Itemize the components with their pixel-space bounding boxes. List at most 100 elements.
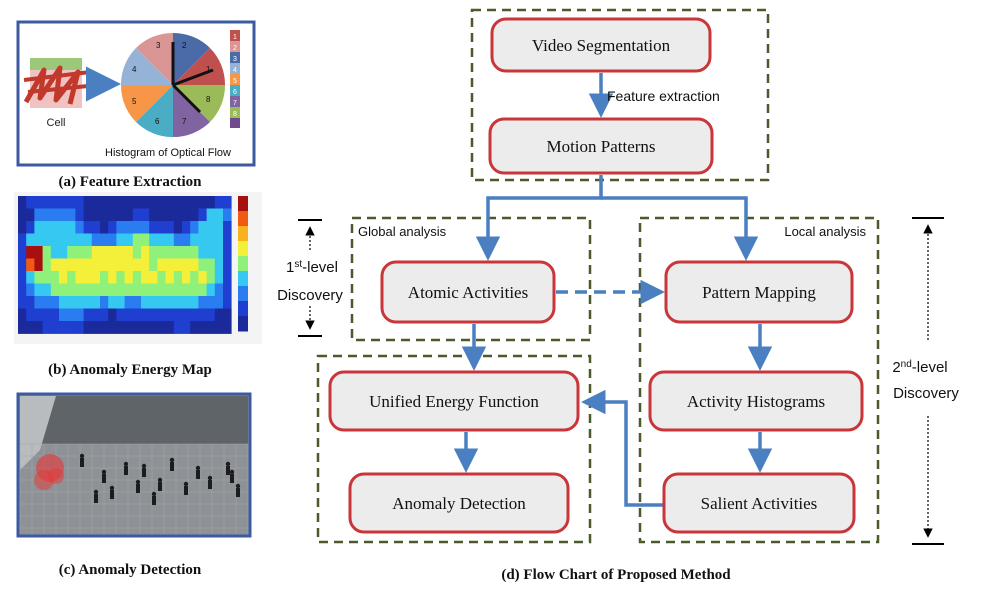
heatmap-cell (132, 283, 142, 297)
heatmap-cell (100, 283, 109, 297)
heatmap-cell (75, 283, 84, 297)
discovery1-rest: -level (302, 259, 338, 276)
heatmap-cell (141, 196, 150, 209)
node-atomic-activities-label: Atomic Activities (408, 283, 528, 302)
discovery2-line1: 2nd-level (892, 359, 947, 377)
legend-number: 6 (233, 89, 237, 96)
heatmap-cell (108, 283, 117, 297)
node-pattern-mapping: Pattern Mapping (664, 260, 854, 324)
heatmap-cell (18, 233, 27, 247)
panel-c (16, 392, 252, 538)
heatmap-cell (141, 321, 150, 334)
heatmap-cell (100, 258, 109, 272)
heatmap-cell (91, 271, 101, 284)
heatmap-cell (214, 246, 224, 259)
heatmap-cell (214, 196, 224, 209)
heatmap-cell (116, 246, 125, 259)
heatmap-cell (190, 221, 199, 234)
heatmap-cell (141, 308, 150, 322)
heatmap-cell (214, 271, 224, 284)
heatmap-cell (141, 221, 150, 234)
panel-b (14, 192, 262, 344)
heatmap-cell (157, 321, 166, 334)
heatmap-cell (91, 221, 101, 234)
group-global-label: Global analysis (358, 224, 447, 239)
heatmap-cell (124, 321, 134, 334)
pedestrian-head (157, 477, 163, 483)
heatmap-cell (223, 233, 232, 247)
heatmap-cell (42, 221, 52, 234)
heatmap-cell (18, 221, 27, 234)
heatmap-cell (116, 196, 125, 209)
heatmap-cell (42, 308, 52, 322)
heatmap-cell (18, 321, 27, 334)
heatmap-cell (124, 258, 134, 272)
heatmap-cell (75, 308, 84, 322)
heatmap-cell (75, 208, 84, 222)
heatmap-cell (157, 233, 166, 247)
pedestrian-body (124, 466, 128, 475)
heatmap-cell (132, 196, 142, 209)
heatmap-cell (206, 296, 216, 309)
node-activity-histograms: Activity Histograms (648, 370, 864, 432)
heatmap-cell (34, 196, 43, 209)
pedestrian-head (183, 481, 189, 487)
heatmap-cell (26, 321, 35, 334)
heatmap-cell (198, 308, 207, 322)
legend-number: 7 (233, 100, 237, 107)
heatmap-cell (165, 271, 175, 284)
heatmap-cell (124, 208, 134, 222)
heatmap-cell (50, 233, 60, 247)
pedestrian-head (93, 489, 99, 495)
pedestrians (79, 453, 241, 505)
heatmap-cell (116, 283, 125, 297)
heatmap-cell (141, 258, 150, 272)
pedestrian-head (235, 483, 241, 489)
hof-legend (230, 30, 240, 128)
heatmap-cell (50, 308, 60, 322)
heatmap-cell (173, 246, 183, 259)
colorbar-segment (238, 196, 248, 212)
heatmap-cell (173, 208, 183, 222)
heatmap-cell (59, 221, 68, 234)
heatmap-cell (34, 233, 43, 247)
heatmap-cell (50, 296, 60, 309)
heatmap-cell (132, 321, 142, 334)
heatmap-cell (18, 246, 27, 259)
heatmap-cell (50, 208, 60, 222)
heatmap-cell (108, 246, 117, 259)
pedestrian-body (110, 490, 114, 499)
heatmap-cell (100, 271, 109, 284)
heatmap-cell (100, 308, 109, 322)
heatmap-cell (116, 258, 125, 272)
heatmap-cell (100, 321, 109, 334)
heatmap-cell (67, 196, 76, 209)
arrow-salient-to-energy (581, 389, 664, 507)
heatmap-cell (18, 208, 27, 222)
colorbar-segment (238, 226, 248, 242)
heatmap-cell (206, 196, 216, 209)
heatmap-cell (67, 246, 76, 259)
heatmap-cell (190, 321, 199, 334)
discovery2-bracket (912, 217, 944, 545)
heatmap-cell (100, 296, 109, 309)
heatmap-cell (83, 233, 93, 247)
heatmap-cell (223, 208, 232, 222)
heatmap-cell (214, 296, 224, 309)
sector-number: 1 (206, 65, 211, 74)
heatmap-cell (190, 233, 199, 247)
pedestrian-head (195, 465, 201, 471)
heatmap-cell (50, 221, 60, 234)
heatmap-cell (26, 221, 35, 234)
heatmap-cell (157, 208, 166, 222)
heatmap-cell (83, 321, 93, 334)
heatmap-cell (190, 208, 199, 222)
heatmap-cell (91, 308, 101, 322)
pedestrian-head (169, 457, 175, 463)
pedestrian-body (196, 470, 200, 479)
heatmap-cell (198, 221, 207, 234)
heatmap-cell (75, 196, 84, 209)
caption-d: (d) Flow Chart of Proposed Method (501, 567, 731, 583)
heatmap-cell (34, 208, 43, 222)
